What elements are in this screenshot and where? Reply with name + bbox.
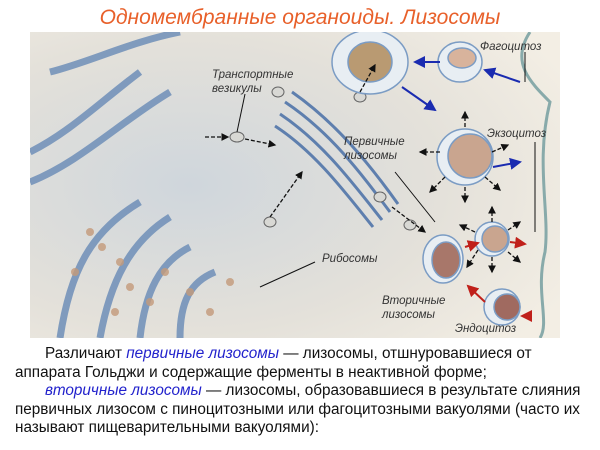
description-text: Различают первичные лизосомы — лизосомы,… bbox=[15, 345, 595, 438]
text-span: — лизосомы, образовавшиеся в результате … bbox=[15, 382, 581, 437]
label-ribosomes: Рибосомы bbox=[322, 253, 378, 265]
text-span: — лизосомы, отшнуровавшиеся от аппарата … bbox=[15, 345, 532, 381]
lysosomes bbox=[331, 29, 521, 326]
lysosome-illustration: Транспортные везикулы Фагоцитоз Экзоцитоз… bbox=[28, 28, 560, 339]
label-line: Первичные bbox=[344, 136, 405, 148]
paragraph-primary: Различают первичные лизосомы — лизосомы,… bbox=[15, 345, 595, 382]
golgi-apparatus bbox=[274, 90, 400, 228]
label-line: лизосомы bbox=[382, 309, 435, 321]
label-primary-lysosomes: Первичные лизосомы bbox=[344, 135, 405, 163]
label-transport-vesicles: Транспортные везикулы bbox=[212, 68, 293, 96]
term-primary-lysosomes: первичные лизосомы bbox=[126, 345, 279, 362]
illustration-drawing bbox=[28, 28, 560, 339]
ribosomes bbox=[71, 228, 234, 316]
text-span: Различают bbox=[45, 345, 127, 362]
label-line: лизосомы bbox=[344, 150, 397, 162]
cell-membrane bbox=[520, 31, 552, 339]
label-line: везикулы bbox=[212, 83, 262, 95]
term-secondary-lysosomes: вторичные лизосомы bbox=[45, 382, 202, 400]
arrows-red bbox=[464, 236, 532, 322]
label-line: Вторичные bbox=[382, 295, 446, 307]
arrows-black bbox=[205, 63, 522, 274]
label-line: Транспортные bbox=[212, 69, 294, 81]
label-exocytosis: Экзоцитоз bbox=[487, 128, 547, 140]
label-phagocytosis: Фагоцитоз bbox=[480, 41, 542, 53]
label-secondary-lysosomes: Вторичные лизосомы bbox=[382, 294, 445, 322]
label-leaders bbox=[236, 52, 536, 288]
slide-title: Одномембранные органоиды. Лизосомы bbox=[99, 6, 501, 29]
label-endocytosis: Эндоцитоз bbox=[455, 323, 517, 335]
arrows-blue bbox=[401, 56, 522, 170]
paragraph-secondary: вторичные лизосомы — лизосомы, образовав… bbox=[15, 382, 595, 438]
